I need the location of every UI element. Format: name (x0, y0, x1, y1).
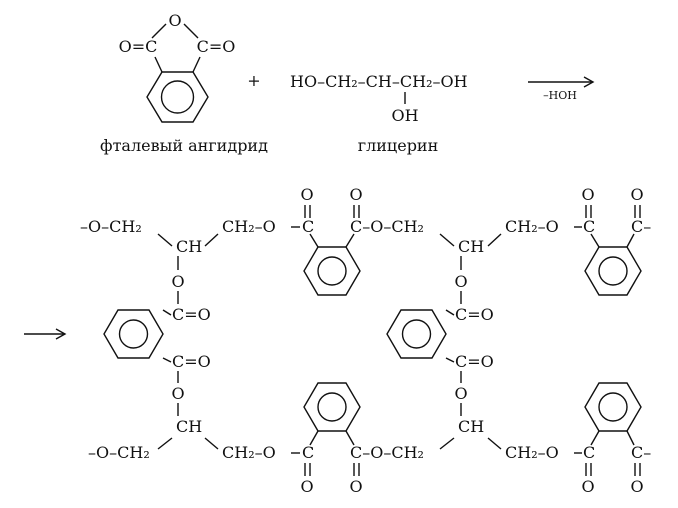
benzene-ring (386, 309, 447, 359)
plus-sign: + (247, 71, 260, 90)
row1-c-o-ch2: C–O–CH₂ (350, 217, 424, 236)
anhydride-bond (183, 23, 199, 39)
row1-bond (626, 233, 635, 248)
benzene-ring (303, 246, 361, 296)
row2-bond (345, 430, 355, 446)
row1-carbonyl-c-1: C (302, 217, 314, 236)
row2-o-ch2-start: –O–CH₂ (88, 443, 150, 462)
anhydride-bridge-oxygen: O (168, 11, 181, 30)
row1-bond (204, 233, 219, 247)
benzene-ring (146, 71, 209, 123)
row1-carbonyl-o-3: O (581, 185, 594, 204)
left-link-c-eq-o-1: C=O (172, 305, 211, 324)
row1-carbonyl-o-2: O (349, 185, 362, 204)
row1-o-ch2-start: –O–CH₂ (80, 217, 142, 236)
row2-ch-left: CH (176, 417, 202, 436)
glycerol-oh-branch: OH (391, 106, 418, 125)
row2-bond (157, 437, 173, 450)
row2-c-dash-end: C– (631, 443, 651, 462)
row1-bond (157, 233, 173, 247)
anhydride-right-carbonyl: C=O (197, 37, 236, 56)
row2-c-o-ch2: C–O–CH₂ (350, 443, 424, 462)
right-link-c-eq-o-2: C=O (455, 352, 494, 371)
row2-bond (487, 437, 502, 450)
row1-bond (309, 233, 319, 248)
row2-bond (204, 437, 219, 450)
row1-ch-right: CH (458, 237, 484, 256)
reaction-condition: –HOH (543, 89, 577, 102)
phthalic-anhydride: O O=C C=O фталевый ангидрид (100, 11, 268, 155)
anhydride-left-carbonyl: O=C (119, 37, 158, 56)
polymer-network: –O–CH₂ CH CH₂–O C O C–O–CH₂ O CH CH₂–O C… (80, 185, 651, 496)
anhydride-bond (151, 23, 167, 39)
benzene-ring (303, 382, 361, 432)
benzene-ring (584, 382, 642, 432)
anhydride-bond (154, 56, 163, 73)
glycerol: HO–CH₂–CH–CH₂–OH OH глицерин (290, 72, 468, 155)
row1-carbonyl-o-1: O (300, 185, 313, 204)
right-link-c-eq-o-1: C=O (455, 305, 494, 324)
row2-bond (590, 430, 600, 446)
left-link-c-eq-o-2: C=O (172, 352, 211, 371)
row2-carbonyl-o-1: O (300, 477, 313, 496)
anhydride-bond (192, 56, 201, 73)
row1-bond (439, 233, 455, 247)
left-link-o-2: O (171, 384, 184, 403)
right-link-o-1: O (454, 272, 467, 291)
reaction-arrow: –HOH (528, 76, 595, 102)
row1-ch2-o-2: CH₂–O (505, 217, 559, 236)
row1-bond (487, 233, 502, 247)
row2-bond (309, 430, 319, 446)
crosslink-bond (445, 309, 455, 316)
phthalic-anhydride-caption: фталевый ангидрид (100, 136, 268, 155)
row2-carbonyl-o-3: O (581, 477, 594, 496)
row1-c-dash-end: C– (631, 217, 651, 236)
glycerol-chain: HO–CH₂–CH–CH₂–OH (290, 72, 468, 91)
glycerol-caption: глицерин (358, 136, 439, 155)
row2-carbonyl-c-3: C (583, 443, 595, 462)
row2-ch2-o-1: CH₂–O (222, 443, 276, 462)
left-link-o-1: O (171, 272, 184, 291)
row1-ch2-o-1: CH₂–O (222, 217, 276, 236)
benzene-ring (103, 309, 164, 359)
benzene-ring (584, 246, 642, 296)
crosslink-bond (162, 309, 172, 316)
crosslink-bond (162, 357, 172, 363)
row2-carbonyl-o-4: O (630, 477, 643, 496)
right-link-o-2: O (454, 384, 467, 403)
row1-carbonyl-c-3: C (583, 217, 595, 236)
row2-bond (439, 437, 455, 450)
row2-ch-right: CH (458, 417, 484, 436)
row2-carbonyl-c-1: C (302, 443, 314, 462)
row1-ch-left: CH (176, 237, 202, 256)
row2-carbonyl-o-2: O (349, 477, 362, 496)
row1-bond (345, 233, 355, 248)
row2-ch2-o-2: CH₂–O (505, 443, 559, 462)
product-arrow (24, 328, 67, 340)
crosslink-bond (445, 357, 455, 363)
row1-carbonyl-o-4: O (630, 185, 643, 204)
row2-bond (626, 430, 635, 446)
row1-bond (590, 233, 600, 248)
